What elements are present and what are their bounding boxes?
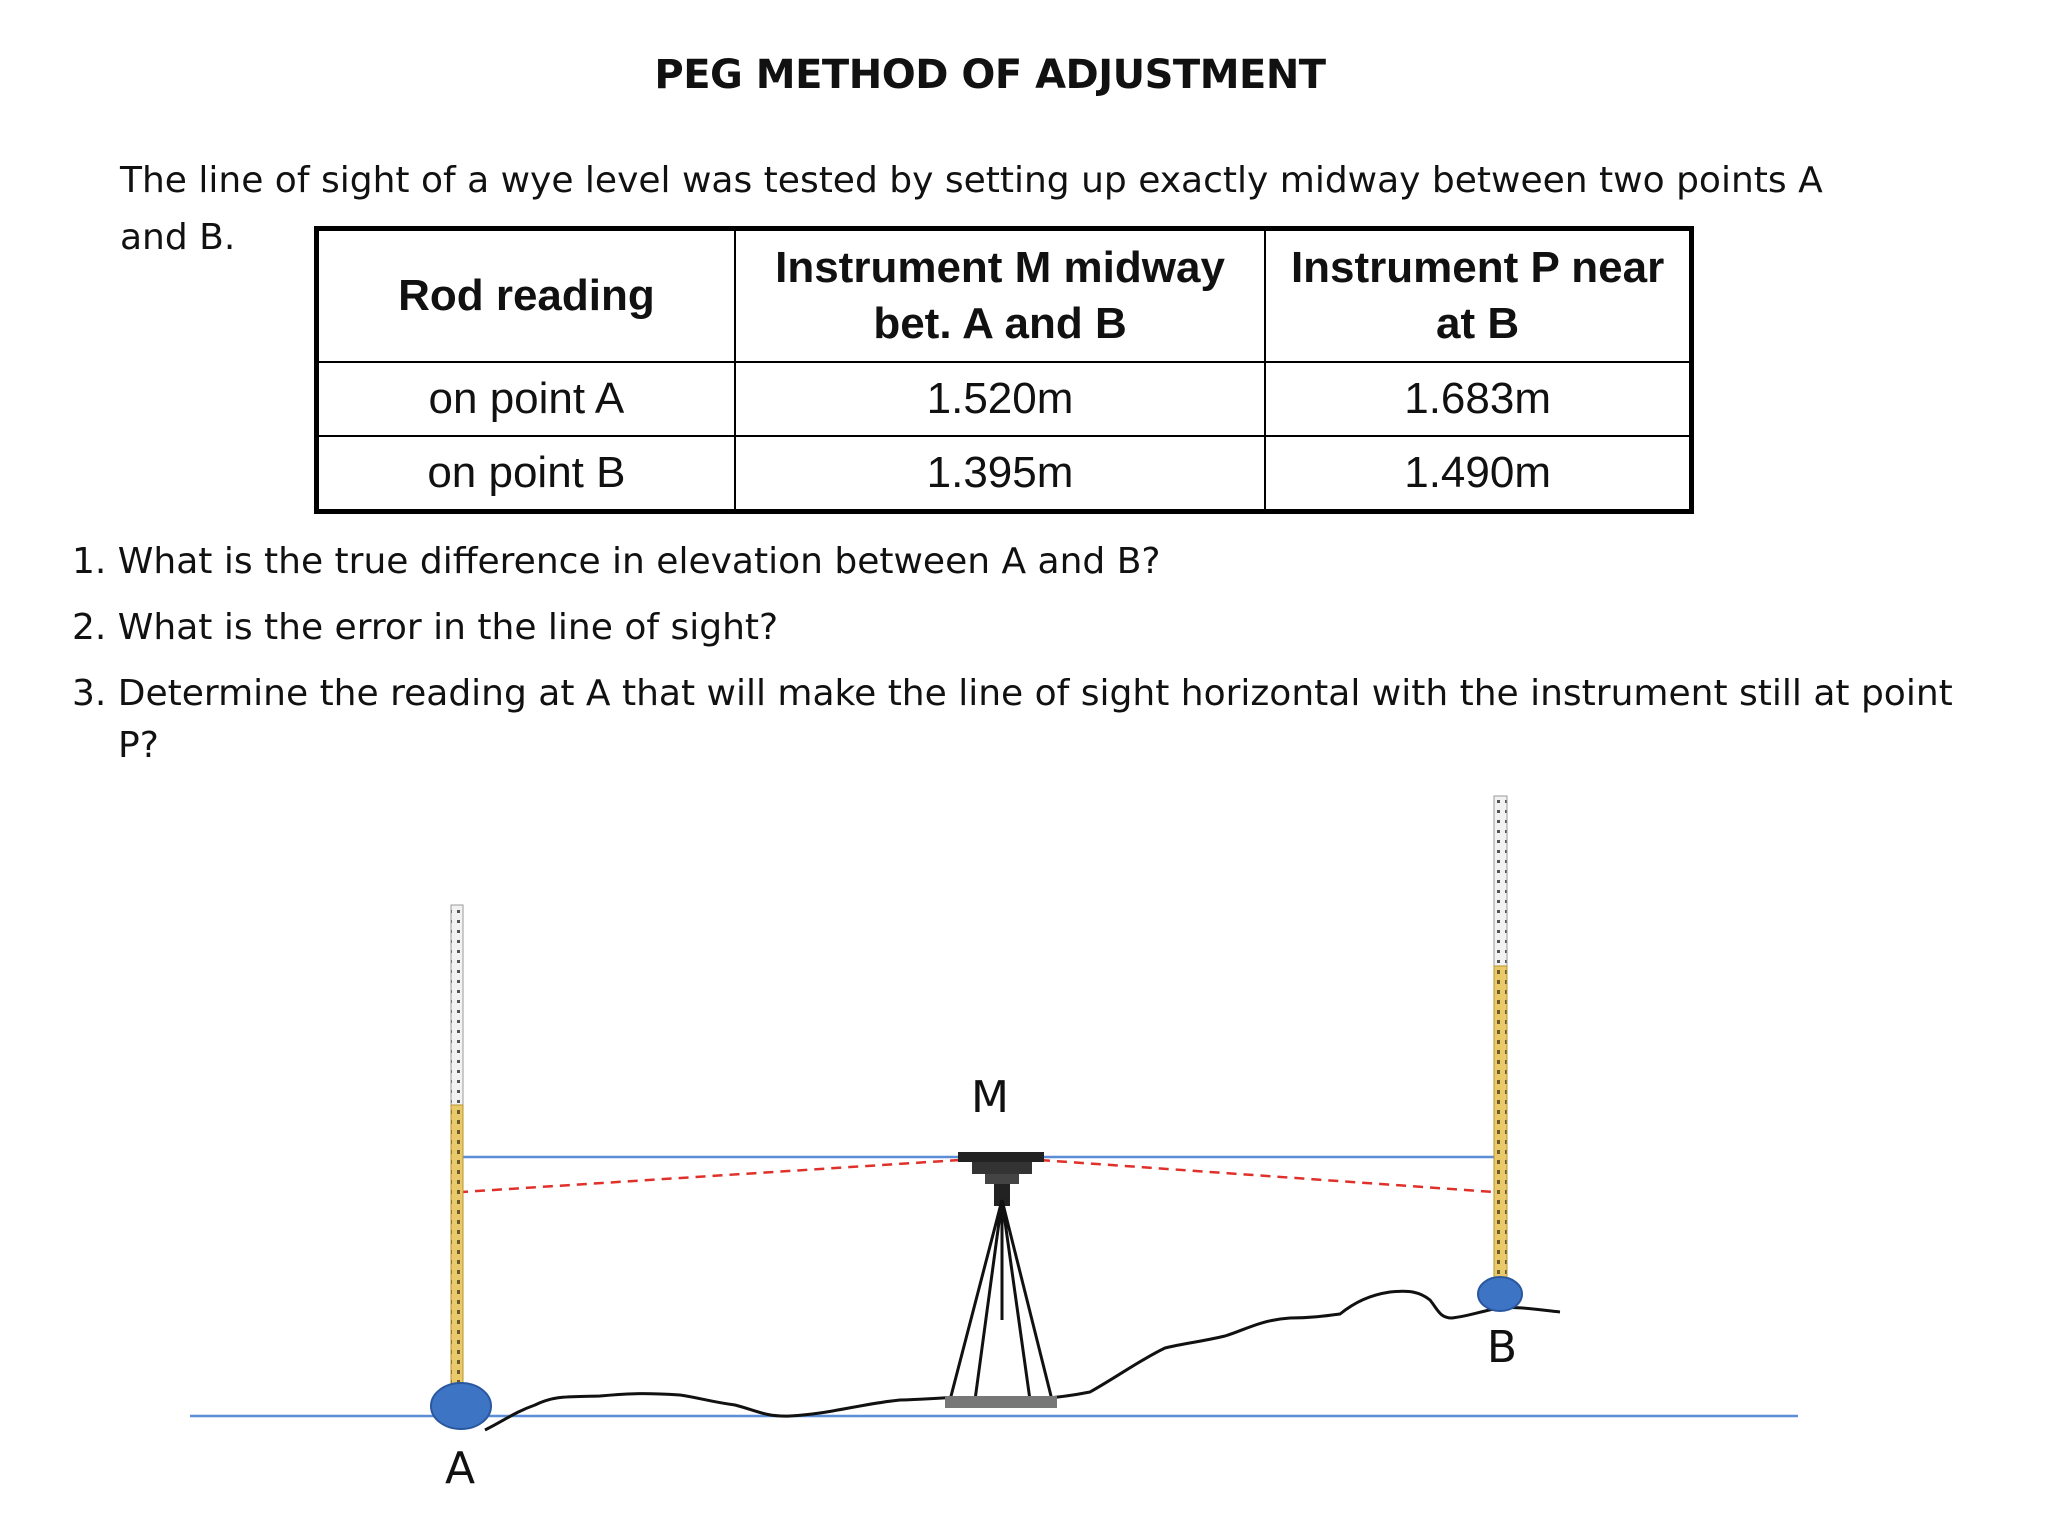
problem-intro: The line of sight of a wye level was tes… [120,160,1823,258]
header-instrument-m: Instrument M midway bet. A and B [733,227,1267,363]
reading-b-p: 1.490m [1264,435,1693,513]
table-header-row: Rod reading Instrument M midway bet. A a… [315,227,1693,363]
header-instrument-p: Instrument P near at B [1264,227,1693,363]
terrain-profile [484,1289,1561,1432]
table-row: on point B 1.395m 1.490m [315,435,1693,513]
point-a-marker [430,1382,492,1430]
level-instrument-m [945,1152,1057,1408]
question-1: 1. What is the true difference in elevat… [72,541,1161,582]
label-a: A [445,1443,475,1494]
row-label-point-a: on point A [315,361,736,437]
page-title: PEG METHOD OF ADJUSTMENT [654,52,1326,98]
question-3: 3. Determine the reading at A that will … [72,673,1953,766]
sight-line-to-b [1039,1158,1495,1194]
question-2: 2. What is the error in the line of sigh… [72,607,779,648]
rod-reading-table: Rod reading Instrument M midway bet. A a… [314,226,1694,514]
row-label-point-b: on point B [315,435,736,513]
level-rod-a [450,904,464,1406]
peg-test-diagram: M A B [190,795,1798,1494]
reading-a-m: 1.520m [733,361,1267,437]
label-b: B [1487,1322,1517,1373]
header-rod-reading: Rod reading [315,227,736,363]
label-m: M [971,1072,1009,1123]
sight-line-to-a [461,1158,961,1194]
reading-b-m: 1.395m [733,435,1267,513]
point-b-marker [1477,1276,1523,1312]
table-row: on point A 1.520m 1.683m [315,361,1693,437]
level-rod-b [1493,795,1508,1289]
reading-a-p: 1.683m [1264,361,1693,437]
question-list: 1. What is the true difference in elevat… [72,536,1972,786]
